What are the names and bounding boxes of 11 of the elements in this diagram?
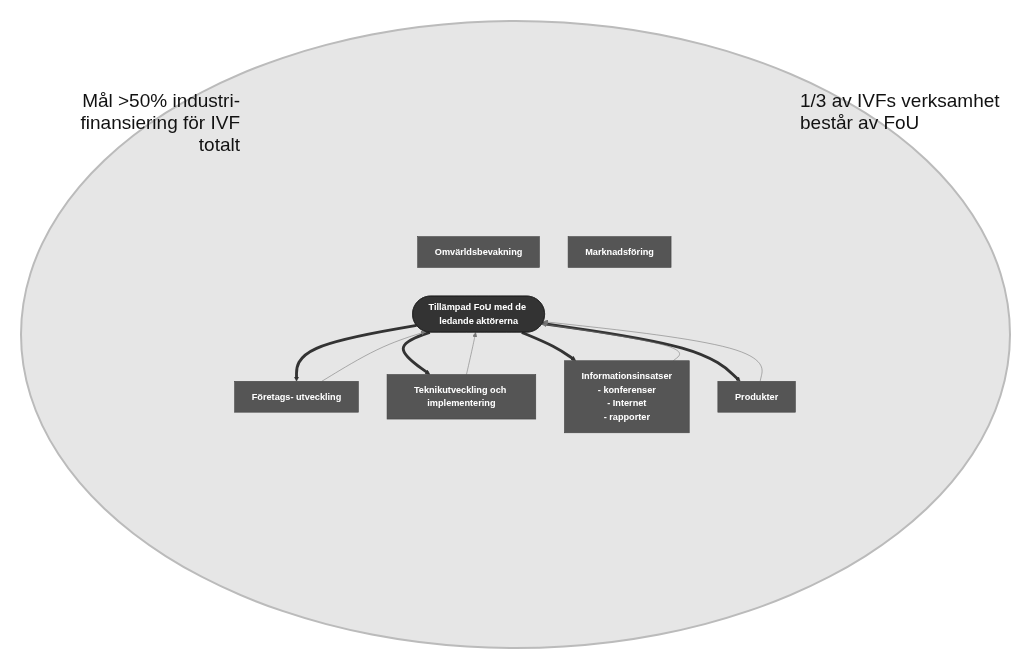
node-box: Marknadsföring (567, 236, 672, 269)
node-box: Omvärldsbevakning (417, 236, 540, 269)
node-box: Produkter (717, 381, 796, 413)
note-text: 1/3 av IVFs verksamhet består av FoU (800, 90, 1000, 134)
arrow (521, 331, 577, 362)
node-box: Företags- utveckling (234, 381, 359, 413)
arrow (401, 331, 431, 375)
arrow (294, 324, 417, 382)
node-box: Informationsinsatser - konferenser - Internet - rapporter (564, 360, 690, 434)
note-text: Mål >50% industri- finansiering för IVF totalt (79, 90, 240, 156)
node-box: Teknikutveckling och implementering (386, 374, 537, 420)
